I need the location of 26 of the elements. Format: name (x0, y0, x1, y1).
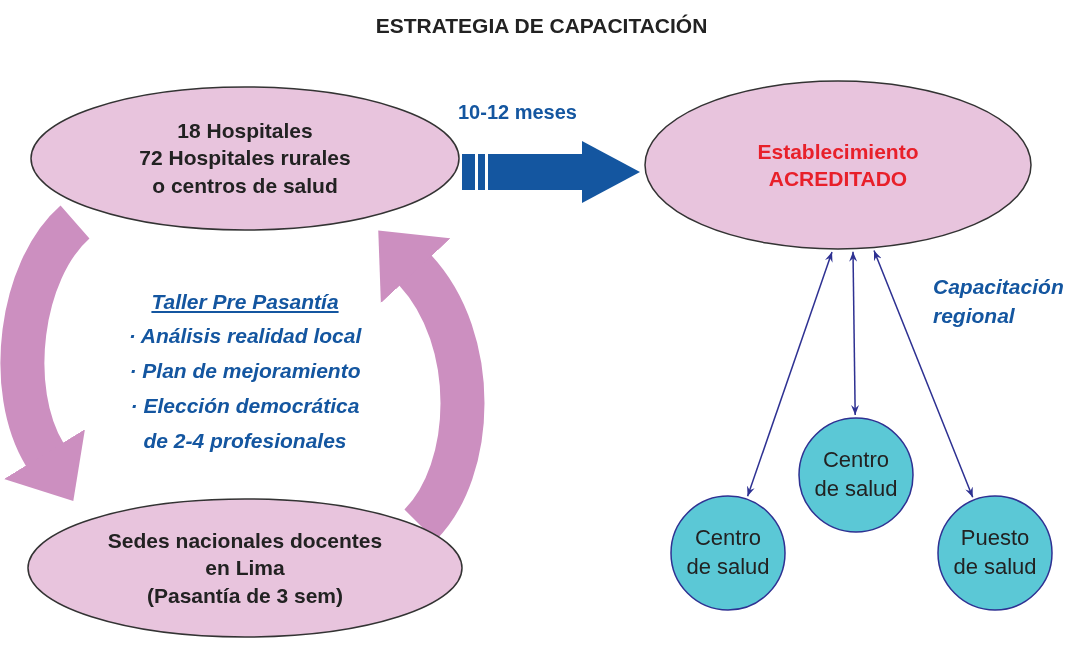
circle-node (937, 495, 1053, 611)
node-text: Establecimiento ACREDITADO (756, 138, 920, 192)
annotation-text: · Análisis realidad local (127, 323, 363, 349)
annotation-text: · Elección democrática de 2-4 profesionales (129, 393, 361, 454)
annotation-text: Capacitación regional (933, 274, 1065, 330)
double-arrow (873, 249, 974, 499)
block-arrow (462, 141, 640, 203)
ellipse-node (27, 498, 463, 638)
double-arrow (849, 251, 860, 416)
diagram-title: ESTRATEGIA DE CAPACITACIÓN (374, 14, 709, 38)
circle-node (670, 495, 786, 611)
node-text: Puesto de salud (952, 524, 1038, 581)
ellipse-node (644, 80, 1032, 250)
node-text: 72 Hospitales rurales o centros de salud (138, 145, 352, 199)
ellipse-node (30, 85, 460, 231)
node-text: (Pasantía de 3 sem) (145, 582, 345, 609)
block-arrow (0, 206, 91, 504)
circle-node (798, 417, 914, 533)
node-text: Centro de salud (685, 524, 771, 581)
annotation-text: Taller Pre Pasantía (150, 289, 340, 315)
edge-label: 10-12 meses (458, 101, 577, 124)
double-arrow (746, 251, 833, 498)
node-text: Sedes nacionales docentes en Lima (106, 528, 384, 582)
annotation-text: · Plan de mejoramiento (128, 358, 362, 384)
node-text: Centro de salud (813, 446, 899, 503)
node-text: 18 Hospitales (176, 118, 314, 145)
